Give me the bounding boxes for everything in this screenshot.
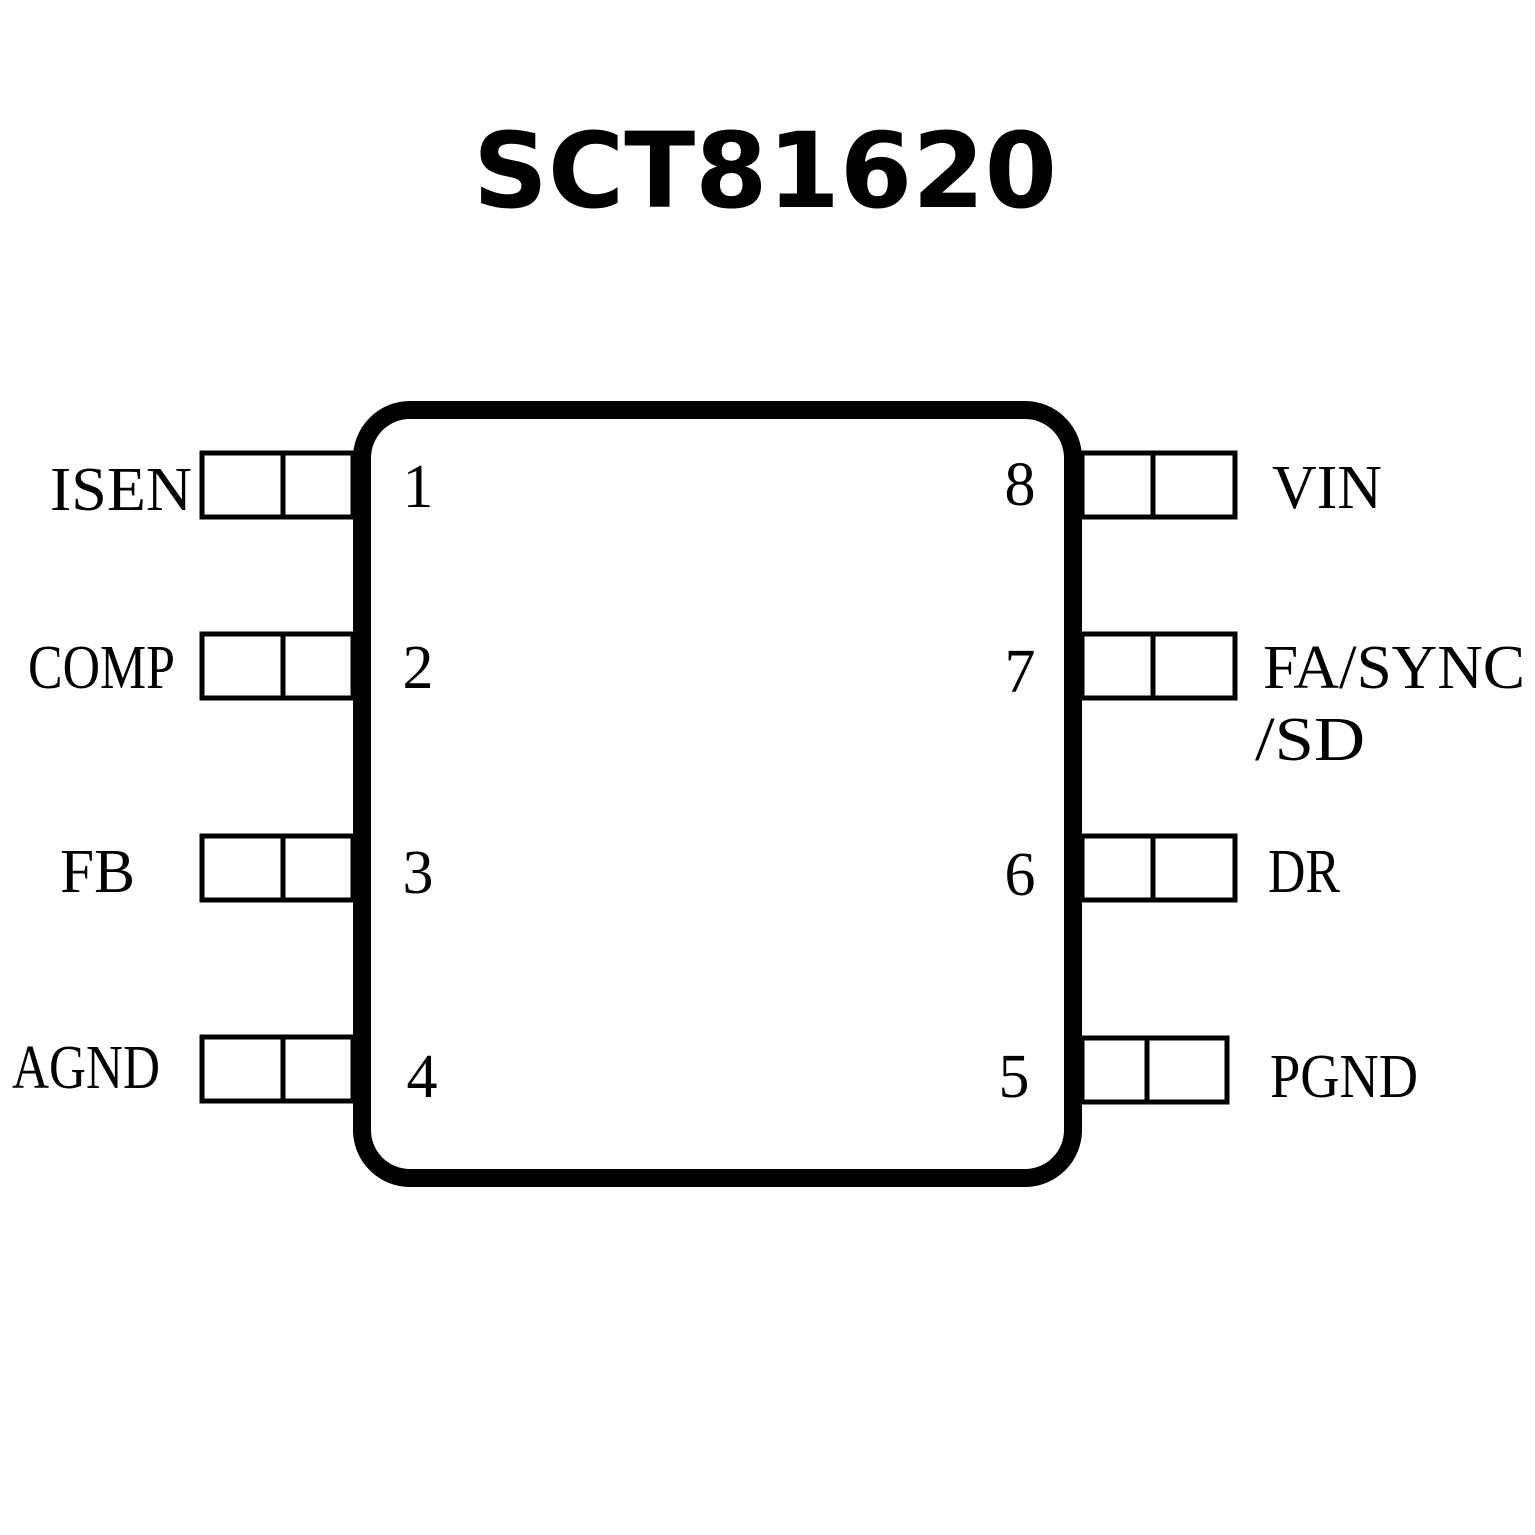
pin-2: 2 COMP — [28, 631, 434, 702]
pin-number: 2 — [403, 634, 434, 702]
pin-8: 8 VIN — [1005, 450, 1382, 522]
pin-label: COMP — [28, 634, 175, 702]
pin-label: PGND — [1270, 1043, 1418, 1111]
pin-1: 1 ISEN — [50, 450, 434, 524]
pin-7: 7 FA/SYNC /SD — [1005, 631, 1525, 774]
pin-5: 5 PGND — [999, 1035, 1418, 1111]
pin-label: AGND — [12, 1034, 160, 1102]
pin-number: 8 — [1005, 451, 1036, 519]
pin-label: DR — [1268, 838, 1341, 906]
pin-number: 3 — [403, 839, 434, 907]
pin-label: FA/SYNC — [1263, 634, 1525, 702]
pin-label: ISEN — [50, 456, 192, 524]
pin-number: 1 — [403, 453, 434, 521]
pin-label: VIN — [1272, 454, 1382, 522]
chip-body — [353, 401, 1082, 1187]
pin-4: 4 AGND — [12, 1034, 438, 1111]
chip-title: SCT81620 — [473, 110, 1057, 232]
pin-label: FB — [60, 838, 135, 906]
pin-number: 7 — [1005, 638, 1036, 706]
pin-number: 6 — [1005, 841, 1036, 909]
pin-6: 6 DR — [1005, 833, 1341, 909]
pin-label-line2: /SD — [1255, 706, 1365, 774]
pin-number: 4 — [407, 1043, 438, 1111]
pin-number: 5 — [999, 1043, 1030, 1111]
pin-3: 3 FB — [60, 833, 434, 907]
